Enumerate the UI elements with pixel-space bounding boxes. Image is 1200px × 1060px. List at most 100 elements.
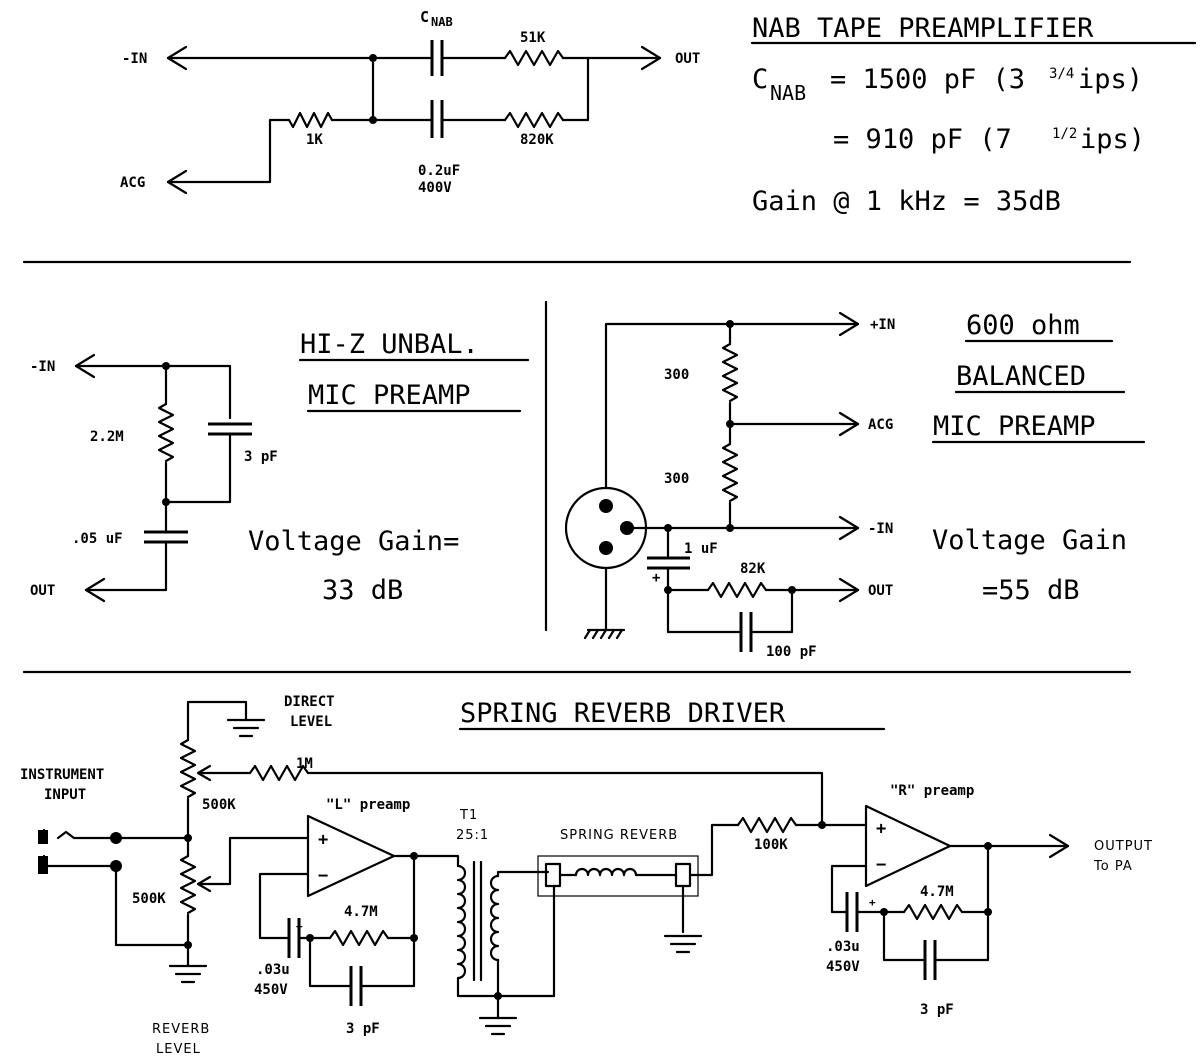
wiper-arrow-icon: [196, 764, 212, 782]
nab-out-arrow: [640, 45, 662, 71]
junction-dot: [726, 524, 734, 532]
bal-out-label: OUT: [868, 583, 893, 599]
cnab-eq-910-tail: ips): [1080, 124, 1145, 155]
nab-out-label: OUT: [675, 51, 700, 67]
hiz-gain-1: Voltage Gain=: [248, 526, 459, 557]
reverb-wire: [198, 836, 310, 886]
bal-wire: [749, 588, 794, 634]
nab-return-wire: [561, 56, 590, 122]
cnab-eq-1500: = 1500 pF (3: [830, 64, 1025, 95]
frac-12: 1/2: [1052, 126, 1077, 142]
bal-pin-arrow: [838, 311, 860, 337]
cap02-voltage-label: 400V: [418, 180, 452, 196]
pot-direct-label: 500K: [202, 797, 236, 813]
input-jack-tip: [38, 830, 48, 844]
r300a-label: 300: [664, 367, 689, 383]
c100pf-label: 100 pF: [766, 644, 817, 660]
cnab-cap-label: C: [420, 8, 429, 26]
output-label-2: To PA: [1093, 859, 1133, 874]
hiz-wire: [164, 432, 232, 504]
junction-dot: [162, 498, 170, 506]
nab-section: -IN OUT ACG C NAB 51K 820K 1K 0.2uF 400V…: [120, 8, 1197, 217]
acg-wire: [166, 118, 291, 184]
reverb-section: SPRING REVERB DRIVER: [20, 694, 1152, 1057]
nab-gain: Gain @ 1 kHz = 35dB: [752, 186, 1061, 217]
cap02-label: 0.2uF: [418, 163, 460, 179]
r-preamp-label: "R" preamp: [890, 783, 974, 799]
r300a-resistor: [721, 342, 739, 403]
hiz-section: -IN OUT 2.2M 3 pF .05 uF HI-Z UNBAL. MIC…: [30, 329, 530, 606]
r-preamp-opamp: [864, 804, 952, 888]
c1uf-label: 1 uF: [684, 541, 718, 557]
bal-pin-label: +IN: [870, 317, 895, 333]
junction-dot: [818, 821, 826, 829]
reverb-level-pot: [179, 854, 197, 915]
c03l-label: .03u: [256, 962, 290, 978]
r300b-resistor: [721, 442, 739, 503]
spring-reverb-label: SPRING REVERB: [560, 828, 678, 843]
bal-wire: [666, 588, 742, 634]
r-opamp-minus: −: [876, 855, 886, 875]
reverb-wire: [258, 872, 310, 940]
reverb-wire: [359, 936, 416, 988]
c3pf-l-label: 3 pF: [346, 1021, 380, 1037]
r100k-resistor: [736, 816, 798, 834]
c03r-plus: +: [869, 896, 876, 909]
c1uf-plus: +: [652, 570, 660, 586]
l-opamp-minus: −: [318, 866, 328, 886]
reverb-wire: [114, 864, 190, 947]
c03r-voltage-label: 450V: [826, 959, 860, 975]
c03r-label: .03u: [826, 939, 860, 955]
r820k-resistor: [503, 111, 565, 129]
acg-arrow: [166, 169, 188, 195]
t1-ratio-label: 25:1: [456, 828, 489, 843]
reverb-wire: [830, 864, 868, 914]
reverb-level-label-2: LEVEL: [156, 1042, 201, 1057]
reverb-level-label: REVERB: [152, 1022, 210, 1037]
reverb-wire: [306, 771, 824, 827]
xlr-pin: [599, 499, 613, 513]
direct-level-label: DIRECT: [284, 694, 335, 710]
hiz-title-2: MIC PREAMP: [308, 380, 471, 411]
nab-in-label: -IN: [122, 51, 147, 67]
r22m-resistor: [157, 402, 175, 463]
ground-icon: [226, 718, 266, 738]
r1m-label: 1M: [296, 756, 313, 772]
c03l-voltage-label: 450V: [254, 982, 288, 998]
reverb-wire: [960, 844, 990, 914]
reverb-wire: [933, 910, 990, 962]
t1-secondary-coil: [489, 874, 500, 962]
frac-34: 3/4: [1049, 66, 1074, 82]
reverb-wire: [496, 870, 550, 878]
l-preamp-opamp: [306, 814, 396, 898]
bal-gain-1: Voltage Gain: [932, 525, 1127, 556]
direct-level-pot: [179, 738, 197, 799]
nab-title: NAB TAPE PREAMPLIFIER: [752, 13, 1094, 44]
reverb-title: SPRING REVERB DRIVER: [460, 698, 786, 729]
reverb-output-arrow: [1048, 833, 1070, 859]
l-opamp-plus: +: [318, 830, 328, 850]
r82k-label: 82K: [740, 561, 766, 577]
r1m-resistor: [248, 764, 310, 782]
r47m-r-resistor: [902, 903, 964, 921]
bal-acg-arrow: [838, 411, 860, 437]
hiz-top-wire: [74, 364, 232, 420]
bal-pin-wire: [604, 322, 732, 490]
hiz-out-label: OUT: [30, 583, 55, 599]
spring-coil: [558, 867, 678, 877]
hiz-title-1: HI-Z UNBAL.: [300, 329, 479, 360]
nab-acg-label: ACG: [120, 175, 145, 191]
junction-dot: [184, 941, 192, 949]
junction-dot: [494, 992, 502, 1000]
bal-wire: [666, 566, 710, 592]
hiz-in-arrow: [74, 353, 96, 379]
spring-transducer-out: [674, 862, 692, 888]
r51k-resistor: [503, 49, 565, 67]
reverb-wire: [688, 823, 740, 877]
cnab-eq-c: C: [752, 64, 768, 95]
r51k-label: 51K: [520, 30, 546, 46]
c3pf-label: 3 pF: [244, 449, 278, 465]
r47m-l-label: 4.7M: [344, 904, 378, 920]
r47m-l-resistor: [328, 929, 390, 947]
